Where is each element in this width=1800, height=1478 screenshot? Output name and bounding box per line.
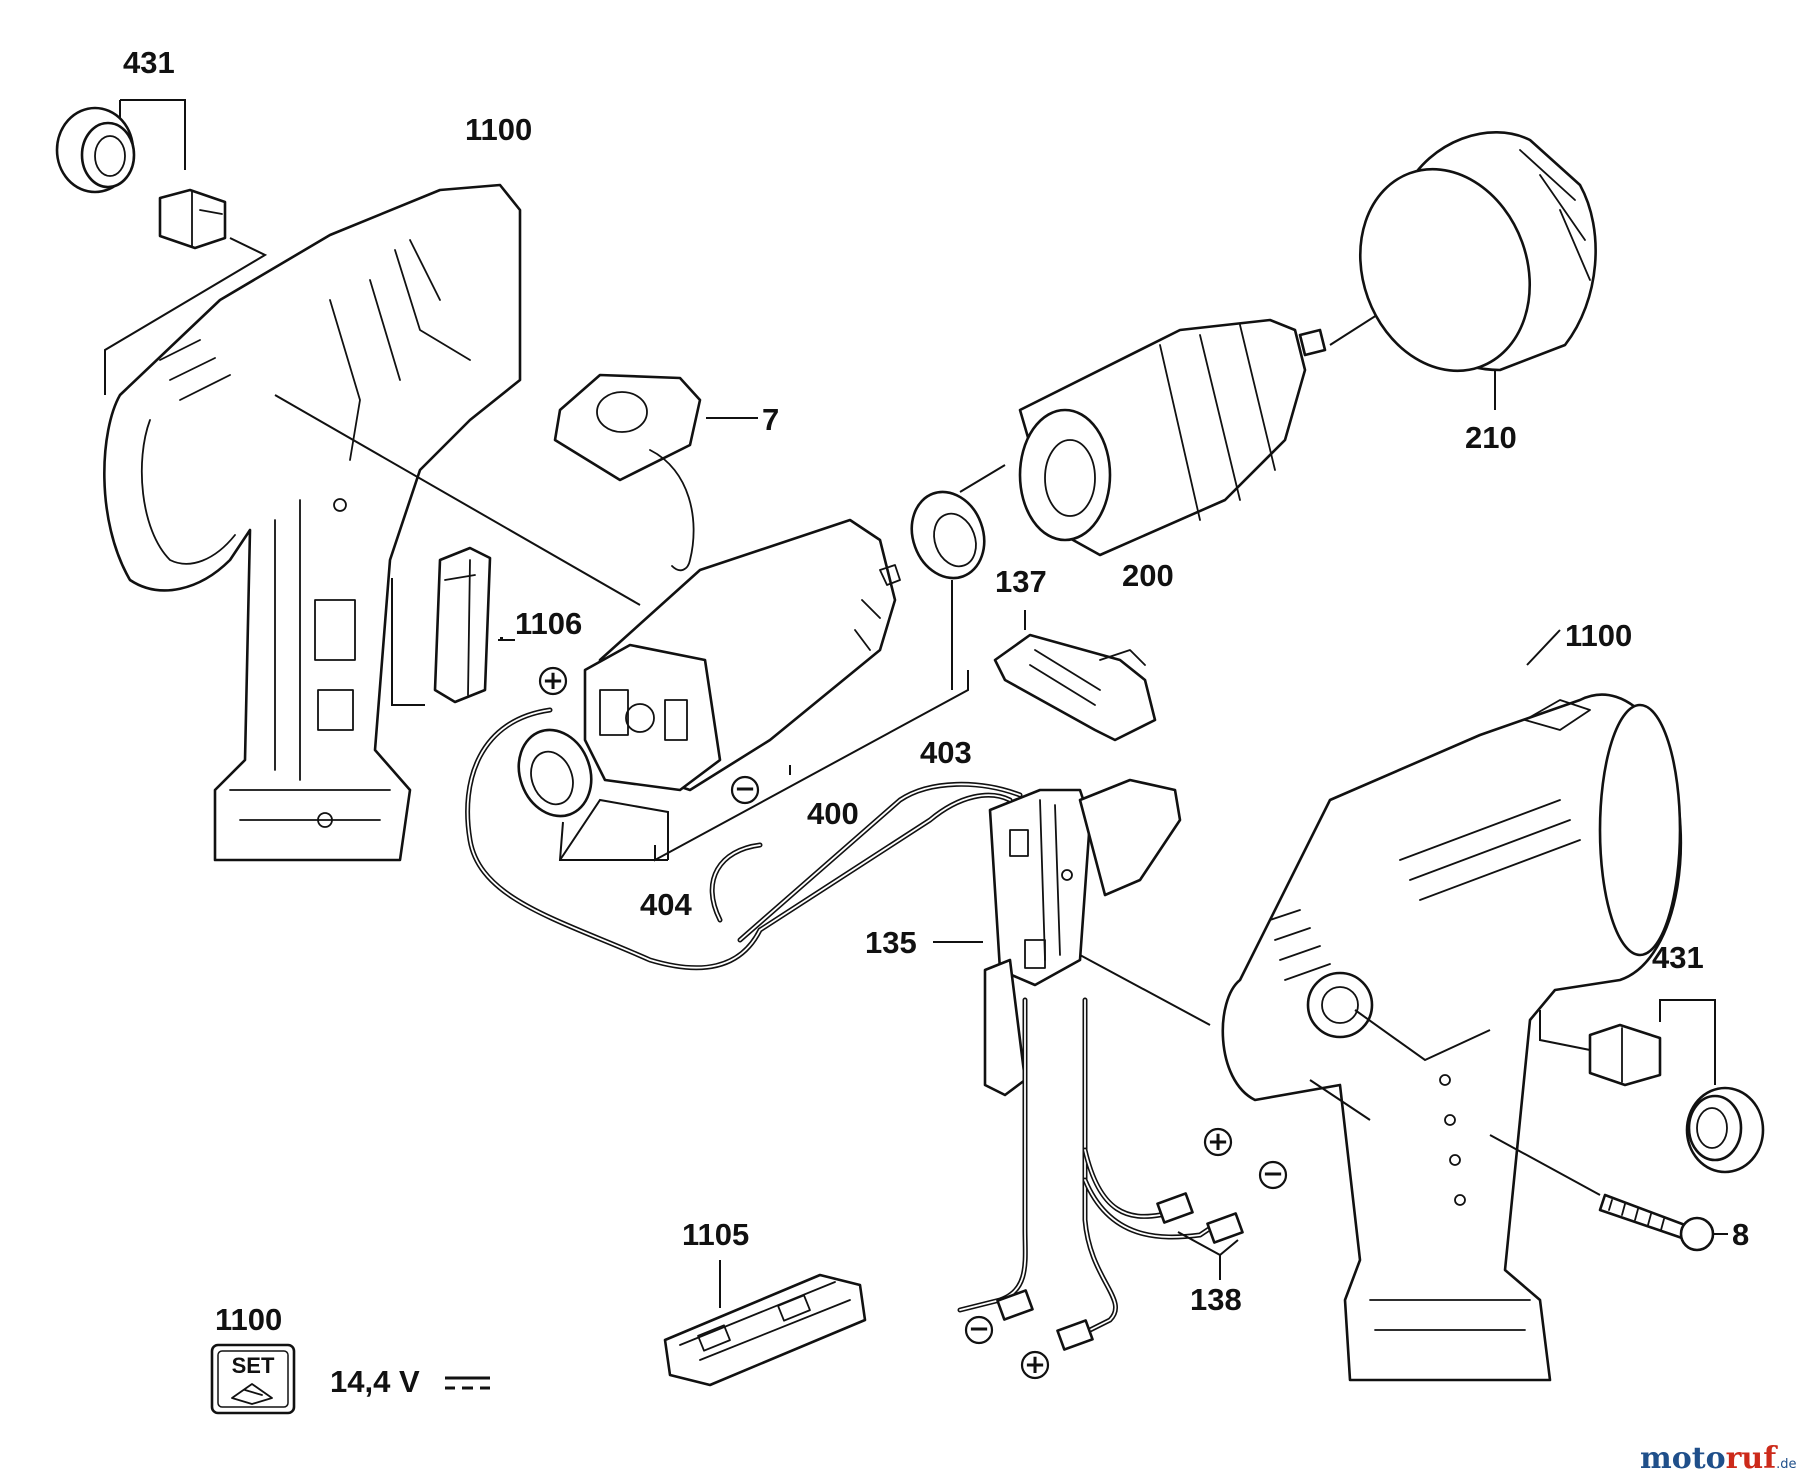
watermark-logo: motoruf.de [1640, 1441, 1797, 1476]
housing-left-half [103, 183, 522, 862]
label-1105: 1105 [682, 1217, 749, 1252]
part-7-selector [553, 373, 702, 572]
label-1106: 1106 [515, 606, 582, 641]
label-8: 8 [1732, 1217, 1749, 1252]
label-431-right: 431 [1652, 940, 1704, 975]
part-400-motor [583, 518, 901, 792]
polarity-plus-motor: + [538, 666, 568, 696]
svg-text:−: − [1262, 1159, 1284, 1189]
svg-text:motoruf.de: motoruf.de [1640, 1441, 1797, 1476]
part-404-ring [517, 728, 593, 818]
label-403: 403 [920, 735, 972, 770]
label-210: 210 [1465, 420, 1517, 455]
part-200-gearbox [959, 277, 1436, 557]
svg-text:−: − [968, 1314, 990, 1344]
label-138: 138 [1190, 1282, 1242, 1317]
polarity-minus-connector-bottom: − [964, 1314, 994, 1345]
label-1100-right: 1100 [1565, 618, 1632, 653]
label-404: 404 [640, 887, 692, 922]
set-badge-recycle-icon [231, 1383, 273, 1405]
svg-text:+: + [542, 666, 564, 696]
part-1106-slide [391, 546, 492, 706]
label-137: 137 [995, 564, 1047, 599]
svg-text:−: − [734, 774, 756, 804]
polarity-plus-connector-bottom: + [1020, 1350, 1050, 1380]
voltage-label: 14,4 V [330, 1364, 420, 1399]
label-1100-set: 1100 [215, 1302, 282, 1337]
polarity-minus-motor: − [730, 774, 760, 805]
part-137-switch-slide [993, 610, 1157, 742]
svg-text:+: + [1024, 1350, 1046, 1380]
part-135-switch [933, 778, 1182, 1097]
label-7: 7 [762, 402, 779, 437]
label-200: 200 [1122, 558, 1174, 593]
polarity-minus-connector-top: − [1258, 1159, 1288, 1190]
dc-symbol-icon [445, 1376, 490, 1390]
polarity-plus-connector-top: + [1203, 1127, 1233, 1157]
part-210-sleeve [1358, 131, 1597, 410]
svg-text:+: + [1207, 1127, 1229, 1157]
wire-harness [465, 707, 1244, 1351]
part-1105-guide [663, 1260, 867, 1387]
part-403-ring [910, 490, 986, 580]
part-431-right [1539, 999, 1765, 1174]
label-135: 135 [865, 925, 917, 960]
label-400: 400 [807, 796, 859, 831]
part-8-screw [1489, 1134, 1728, 1252]
set-badge: SET [210, 1343, 296, 1415]
housing-right-half [1221, 693, 1683, 1382]
part-431-top [55, 99, 268, 395]
label-1100-top: 1100 [465, 112, 532, 147]
svg-text:SET: SET [232, 1353, 275, 1378]
label-431-top: 431 [123, 45, 175, 80]
